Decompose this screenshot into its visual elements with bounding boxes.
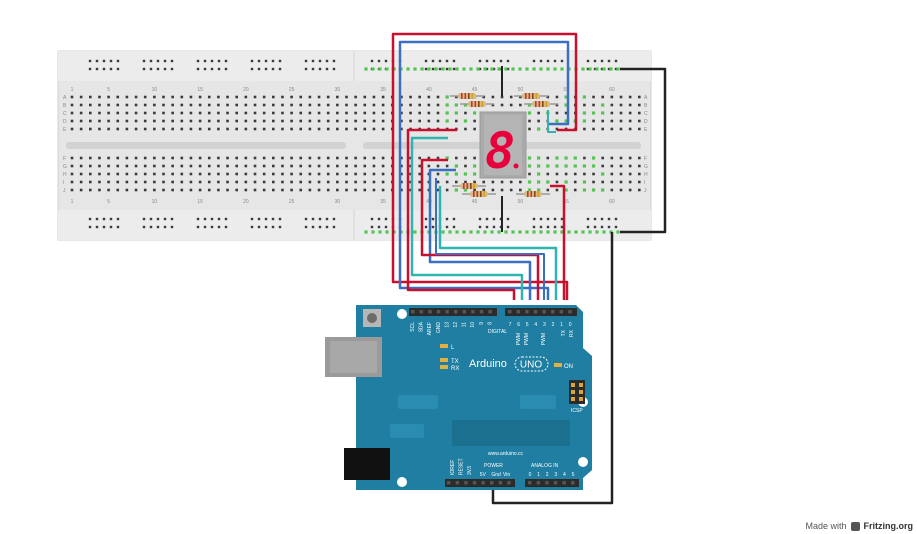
bb-col-number-bottom: 45 [472,199,478,205]
digital-pin-label: 2 [552,322,555,328]
power-pin-label: 5V [480,472,487,478]
footer-credit: Made with Fritzing.org [805,521,913,531]
bb-row-letter: F [644,156,647,162]
bb-col-number-top: 25 [289,87,295,93]
pwm-label: PWM [524,333,530,345]
digital-pin-label: SDA [419,321,425,332]
analog-pin-label: 1 [537,472,540,478]
bb-col-number-top: 15 [197,87,203,93]
led-l [440,344,448,348]
fritzing-brand: Fritzing.org [864,521,914,531]
power-pin-label: 3V3 [467,466,473,475]
bb-row-letter: H [63,172,67,178]
display-decimal-point [514,164,519,169]
bb-row-letter: C [63,111,67,117]
bb-col-number-top: 20 [243,87,249,93]
label-analog: ANALOG IN [531,463,559,469]
digital-pin-label: 5 [526,322,529,328]
bb-col-number-top: 10 [152,87,158,93]
led-on [554,363,562,367]
digital-pin-label: 9 [479,322,485,325]
led-rx [440,365,448,369]
digital-pin-label: 1 [560,322,563,328]
label-icsp: ICSP [571,408,583,414]
digital-pin-label: SCL [410,322,416,332]
digital-pin-label: 7 [509,322,512,328]
analog-header [525,479,579,487]
breadboard: 1155101015152020252530303535404045455050… [58,51,651,240]
center-channel [66,142,346,149]
arduino-model: UNO [520,360,542,371]
bb-row-letter: D [63,119,67,125]
label-power: POWER [484,463,503,469]
fritzing-logo-icon [851,522,860,531]
bb-row-letter: G [63,164,67,170]
serial-pin-label: RX [569,329,575,337]
bb-col-number-top: 35 [380,87,386,93]
arduino-brand: Arduino [469,358,507,370]
analog-pin-label: 2 [546,472,549,478]
digital-pin-label: 3 [543,322,546,328]
label-rx: RX [451,366,459,372]
bb-col-number-top: 45 [472,87,478,93]
bb-row-letter: D [644,119,648,125]
digital-pin-label: 11 [462,322,468,327]
bb-col-number-bottom: 50 [518,199,524,205]
bb-col-number-bottom: 5 [107,199,110,205]
digital-pin-label: GND [436,322,442,334]
digital-pin-label: 13 [444,322,450,328]
digital-header-right [505,308,577,316]
bb-col-number-top: 60 [609,87,615,93]
digital-pin-label: 6 [517,322,520,328]
power-jack [344,448,390,480]
digital-pin-label: 4 [534,322,537,328]
bb-row-letter: I [63,180,64,186]
bb-col-number-top: 50 [518,87,524,93]
bb-col-number-bottom: 35 [380,199,386,205]
bb-col-number-bottom: 25 [289,199,295,205]
digital-pin-label: 8 [487,322,493,325]
label-on: ON [564,364,573,370]
bb-col-number-bottom: 10 [152,199,158,205]
bb-col-number-top: 5 [107,87,110,93]
power-pin-label: RESET [459,458,465,475]
bb-row-letter: H [644,172,648,178]
bb-col-number-bottom: 20 [243,199,249,205]
label-website: www.arduino.cc [488,451,524,457]
analog-pin-label: 0 [529,472,532,478]
bb-row-letter: I [644,180,645,186]
pwm-label: PWM [541,333,547,345]
power-pin-label: Vin [503,472,510,478]
digital-pin-label: 0 [569,322,572,328]
power-pin-label: IOREF [450,460,456,475]
label-digital: DIGITAL [488,329,507,335]
power-header [445,479,515,487]
analog-pin-label: 3 [554,472,557,478]
display-digit: 8 [485,122,515,180]
analog-pin-label: 4 [563,472,566,478]
digital-pin-label: 12 [453,322,459,328]
label-tx: TX [451,359,459,365]
power-pin-label: Gnd [491,472,501,478]
bb-col-number-top: 40 [426,87,432,93]
bb-col-number-top: 30 [335,87,341,93]
bb-row-letter: G [644,164,648,170]
bb-col-number-bottom: 60 [609,199,615,205]
serial-pin-label: TX [561,329,567,336]
bb-col-number-bottom: 1 [71,199,74,205]
bb-row-letter: F [63,156,66,162]
arduino-uno: L TX RX Arduino UNO ON ICSP www.arduino.… [325,305,592,490]
bb-col-number-bottom: 15 [197,199,203,205]
bb-row-letter: C [644,111,648,117]
digital-pin-label: AREF [427,322,433,335]
digital-pin-label: 10 [470,322,476,328]
bb-col-number-top: 1 [71,87,74,93]
bb-col-number-bottom: 30 [335,199,341,205]
led-tx [440,358,448,362]
made-with-text: Made with [805,521,846,531]
pwm-label: PWM [516,333,522,345]
analog-pin-label: 5 [572,472,575,478]
